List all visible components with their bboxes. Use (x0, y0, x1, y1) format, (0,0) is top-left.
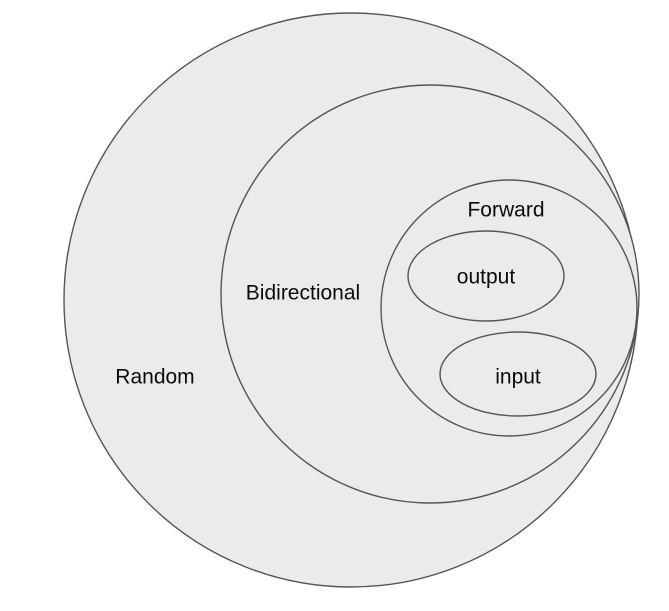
set-label-output: output (457, 266, 516, 289)
set-label-random: Random (115, 366, 194, 389)
set-ellipse-input[interactable] (439, 331, 597, 417)
set-label-bidirectional: Bidirectional (246, 282, 360, 305)
set-label-input: input (495, 366, 541, 389)
set-ellipse-output[interactable] (407, 230, 565, 322)
set-label-forward: Forward (467, 199, 544, 222)
